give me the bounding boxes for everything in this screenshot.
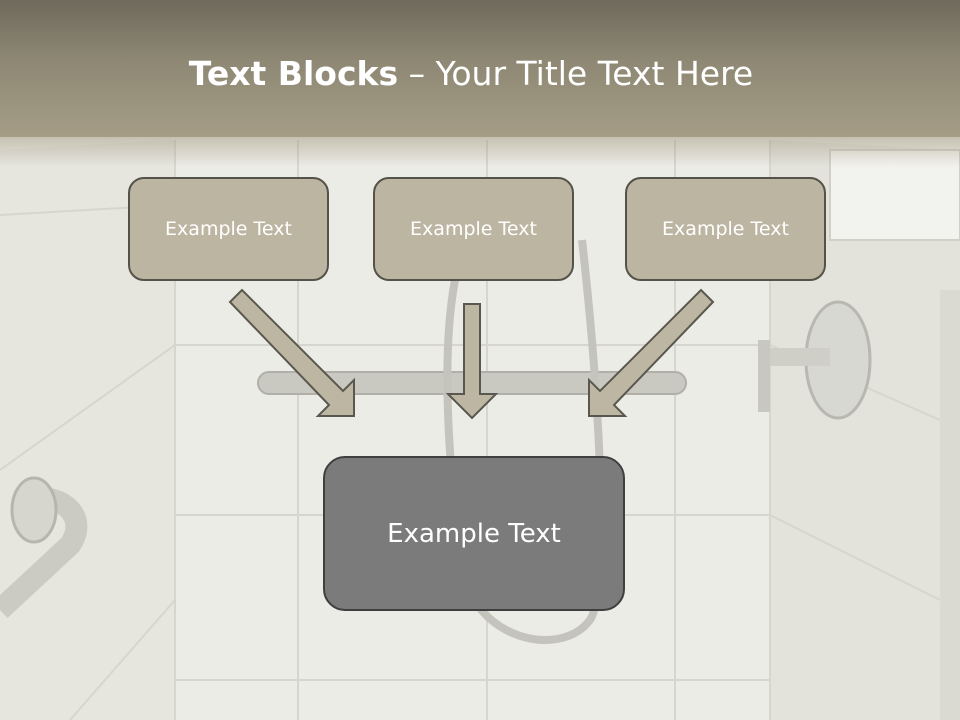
title-dash: – (398, 54, 436, 93)
text-block-3-label: Example Text (662, 218, 789, 240)
title-banner-shadow (0, 137, 960, 167)
arrow-left (228, 288, 355, 417)
text-block-1-label: Example Text (165, 218, 292, 240)
title-rest: Your Title Text Here (435, 54, 754, 93)
arrow-center (445, 303, 499, 420)
text-block-2-label: Example Text (410, 218, 537, 240)
target-block-label: Example Text (387, 518, 561, 549)
title-bold: Text Blocks (188, 54, 399, 93)
text-block-2[interactable]: Example Text (373, 177, 574, 281)
text-block-1[interactable]: Example Text (128, 177, 329, 281)
title-banner (0, 0, 960, 137)
target-block[interactable]: Example Text (323, 456, 625, 611)
arrow-right (588, 288, 715, 417)
text-block-3[interactable]: Example Text (625, 177, 826, 281)
slide-title: Text Blocks – Your Title Text Here (0, 54, 942, 93)
